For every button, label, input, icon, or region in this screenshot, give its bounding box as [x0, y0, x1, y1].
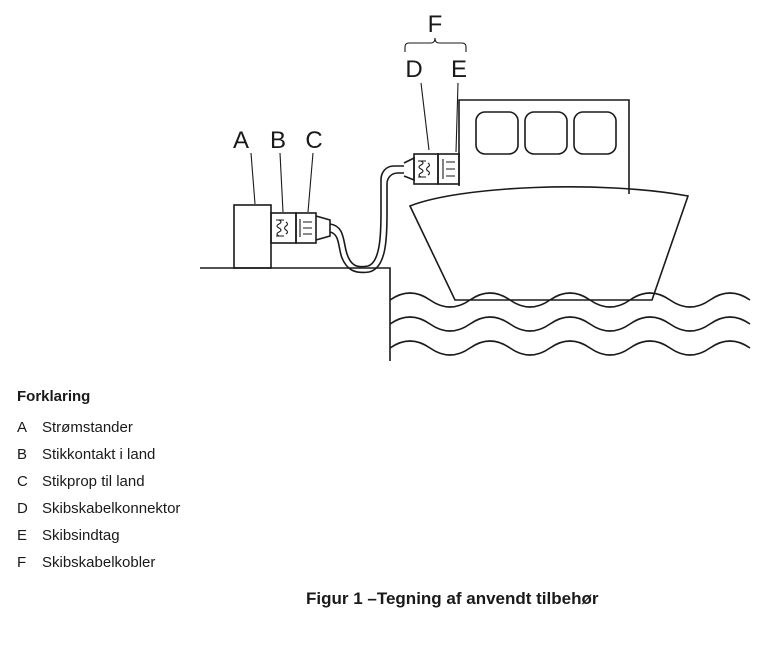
ship-cabin [458, 99, 630, 194]
label-c: C [305, 127, 322, 154]
f-brace [404, 37, 467, 52]
legend-text: Strømstander [42, 419, 133, 436]
legend-item: E Skibsindtag [17, 522, 180, 549]
label-a: A [233, 127, 249, 154]
ship-inlet [437, 153, 460, 185]
label-d: D [405, 56, 422, 83]
legend-key: A [17, 419, 28, 436]
legend-text: Stikkontakt i land [42, 446, 156, 463]
leader-c [307, 152, 314, 213]
legend-key: D [17, 500, 28, 517]
legend-text: Skibskabelkonnektor [42, 500, 181, 517]
shore-power-diagram: A B C F D E [200, 11, 751, 361]
wave-1 [389, 292, 751, 308]
legend-text: Skibsindtag [42, 527, 120, 544]
legend: Forklaring A Strømstander B Stikkontakt i … [17, 388, 180, 576]
legend-key: B [17, 446, 28, 463]
legend-item: D Skibskabelkonnektor [17, 495, 180, 522]
label-e: E [451, 56, 467, 83]
ship-hull [408, 186, 690, 301]
label-b: B [270, 127, 286, 154]
cable [329, 165, 404, 268]
label-f: F [428, 11, 443, 38]
leader-e [455, 82, 459, 153]
legend-item: C Stikprop til land [17, 468, 180, 495]
leader-a [250, 152, 256, 205]
leader-d [420, 82, 430, 151]
legend-item: B Stikkontakt i land [17, 441, 180, 468]
legend-key: E [17, 527, 28, 544]
wave-2 [389, 316, 751, 332]
legend-text: Skibskabelkobler [42, 554, 156, 571]
shore-plug [295, 212, 331, 244]
figure-caption: Figur 1 –Tegning af anvendt tilbehør [306, 589, 599, 608]
wave-3 [389, 340, 751, 356]
leader-b [279, 152, 284, 213]
legend-key: F [17, 554, 27, 571]
legend-item: F Skibskabelkobler [17, 549, 180, 576]
shore-socket [270, 212, 297, 244]
legend-text: Stikprop til land [42, 473, 145, 490]
legend-list: A Strømstander B Stikkontakt i land C Stikp… [17, 414, 180, 576]
legend-key: C [17, 473, 28, 490]
legend-item: A Strømstander [17, 414, 180, 441]
legend-title: Forklaring [17, 388, 91, 405]
power-pedestal [233, 204, 272, 269]
quay-edge [200, 267, 391, 361]
ship-cable-connector [403, 153, 439, 185]
